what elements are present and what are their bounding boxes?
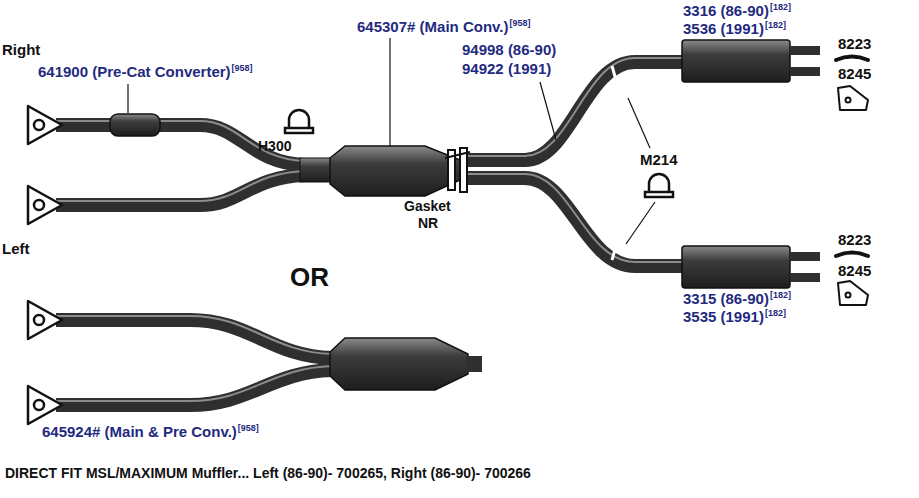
branch-pipe <box>468 62 684 266</box>
label-line: Right <box>2 42 40 57</box>
label-line: 8245 <box>838 263 871 278</box>
part-number: 3536 (1991) <box>683 20 764 37</box>
joint-gap <box>612 66 616 260</box>
label-line: 3315 (86-90)[182] <box>683 291 791 306</box>
footnote-ref: [958] <box>232 63 253 73</box>
footnote-ref: [182] <box>765 308 786 318</box>
callout-number: 8245 <box>838 65 871 82</box>
label-line: H300 <box>258 139 291 153</box>
hanger-strap <box>836 57 868 257</box>
footnote-ref: [182] <box>765 20 786 30</box>
part-number: 94922 (1991) <box>462 60 551 77</box>
part-number: 645307# (Main Conv.) <box>357 18 508 35</box>
part-number: 641900 (Pre-Cat Converter) <box>38 63 231 80</box>
label-line: M214 <box>640 152 678 167</box>
label-line: 645924# (Main & Pre Conv.)[958] <box>42 424 259 439</box>
label-line: NR <box>418 216 438 230</box>
part-name: NR <box>418 215 438 231</box>
label-line: 94998 (86-90) <box>462 42 556 57</box>
gasket-flange <box>445 148 470 192</box>
callout-number: H300 <box>258 138 291 154</box>
side-label: Left <box>2 240 30 257</box>
label-line: 8245 <box>838 66 871 81</box>
callout-number: 8223 <box>838 231 871 248</box>
label-line: 8223 <box>838 36 871 51</box>
u-bolt-clamp <box>285 110 673 197</box>
label-line: 641900 (Pre-Cat Converter)[958] <box>38 64 253 79</box>
callout-number: 8245 <box>838 262 871 279</box>
label-line: 645307# (Main Conv.)[958] <box>357 19 530 34</box>
pre-cat-converter <box>110 114 160 136</box>
label-line: 3316 (86-90)[182] <box>683 3 791 18</box>
label-line: 8223 <box>838 232 871 247</box>
side-label: Right <box>2 41 40 58</box>
part-number: 645924# (Main & Pre Conv.) <box>42 423 237 440</box>
label-line: Left <box>2 241 30 256</box>
joint-pipe <box>300 158 332 182</box>
outlet-stub <box>466 356 482 372</box>
label-line: OR <box>290 264 329 290</box>
part-number: 94998 (86-90) <box>462 41 556 58</box>
pipe-highlight <box>56 121 305 201</box>
callout-number: 8223 <box>838 35 871 52</box>
main-converter <box>330 146 460 196</box>
label-line: 94922 (1991) <box>462 61 551 76</box>
label-line: 3536 (1991)[182] <box>683 21 786 36</box>
y-pipe <box>56 320 332 405</box>
y-pipe <box>56 125 305 205</box>
manifold-flange <box>28 301 62 424</box>
part-number: 3315 (86-90) <box>683 290 769 307</box>
footnote-ref: [182] <box>770 290 791 300</box>
part-number: 3535 (1991) <box>683 308 764 325</box>
part-name: Gasket <box>404 198 451 214</box>
label-line: Gasket <box>404 199 451 213</box>
callout-number: M214 <box>640 151 678 168</box>
footnote-ref: [958] <box>238 423 259 433</box>
part-number: 3316 (86-90) <box>683 2 769 19</box>
pipe-highlight <box>56 316 332 401</box>
muffler <box>682 40 820 288</box>
caption: DIRECT FIT MSL/MAXIMUM Muffler... Left (… <box>5 466 531 480</box>
footnote-ref: [182] <box>770 2 791 12</box>
alternative-label: OR <box>290 262 329 292</box>
combined-converter <box>330 338 468 390</box>
manifold-flange <box>28 106 62 224</box>
pipe-highlight <box>468 58 684 262</box>
footnote-ref: [958] <box>509 18 530 28</box>
label-line: 3535 (1991)[182] <box>683 309 786 324</box>
